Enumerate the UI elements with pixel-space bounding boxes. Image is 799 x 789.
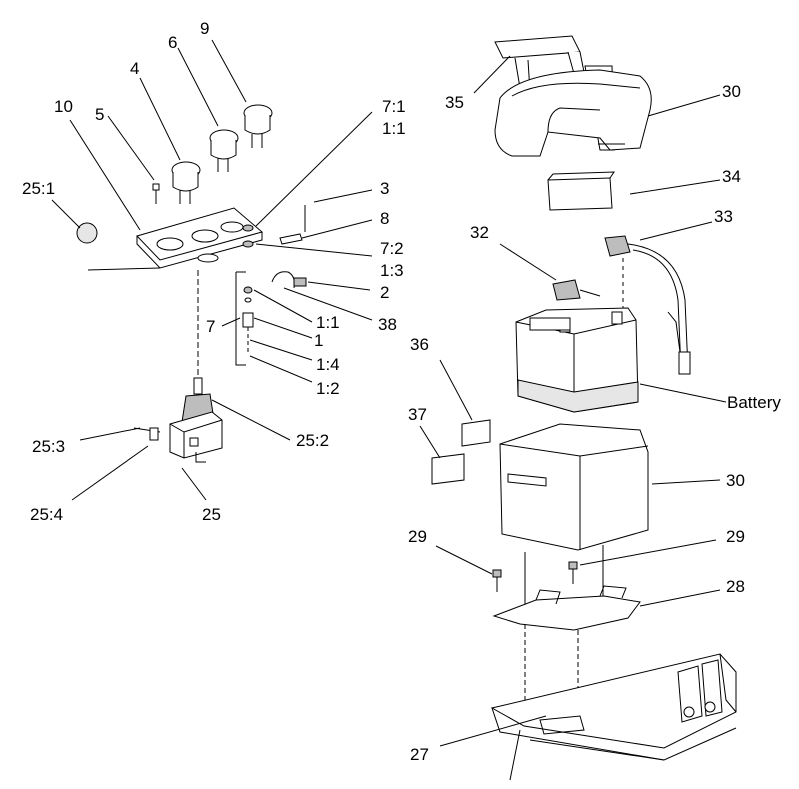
gauge-4 (171, 161, 201, 204)
callout-34: 34 (722, 167, 741, 186)
callout-38: 38 (378, 315, 397, 334)
callout-1: 1 (314, 331, 323, 350)
callouts: 35 30 34 33 32 36 37 Battery 30 29 29 28… (22, 19, 781, 764)
terminal-boot (552, 279, 601, 301)
bolt-left (492, 569, 502, 592)
battery-tray (492, 585, 641, 708)
callout-29-right: 29 (726, 527, 745, 546)
callout-7: 7 (206, 317, 215, 336)
callout-1-2: 1:2 (316, 379, 340, 398)
callout-33: 33 (714, 207, 733, 226)
callout-30-box: 30 (726, 471, 745, 490)
spacer-pad-37 (431, 453, 465, 485)
callout-9: 9 (200, 19, 209, 38)
callout-5: 5 (95, 105, 104, 124)
callout-25-2: 25:2 (296, 431, 329, 450)
gauge-6 (209, 129, 239, 172)
callout-7-1: 7:1 (382, 97, 406, 116)
callout-3: 3 (380, 179, 389, 198)
screw-5 (152, 183, 160, 204)
frame-rail (490, 653, 737, 781)
callout-1-4: 1:4 (316, 355, 340, 374)
callout-37: 37 (408, 405, 427, 424)
callout-1-3: 1:3 (380, 261, 404, 280)
callout-6: 6 (168, 33, 177, 52)
callout-10: 10 (54, 97, 73, 116)
battery-cover (494, 69, 652, 157)
callout-27: 27 (410, 745, 429, 764)
callout-25-4: 25:4 (30, 505, 63, 524)
callout-32: 32 (470, 223, 489, 242)
spacer-pad-36 (461, 419, 491, 447)
callout-4: 4 (130, 59, 139, 78)
callout-25-1: 25:1 (22, 179, 55, 198)
callout-25-3: 25:3 (32, 437, 65, 456)
callout-1-1: 1:1 (316, 313, 340, 332)
callout-36: 36 (410, 335, 429, 354)
callout-35: 35 (445, 93, 464, 112)
joystick-switch (133, 270, 223, 463)
callout-1-1-top: 1:1 (382, 119, 406, 138)
battery (515, 307, 639, 413)
callout-28: 28 (726, 577, 745, 596)
callout-battery: Battery (727, 393, 781, 412)
knob (76, 222, 98, 244)
callout-25: 25 (202, 505, 221, 524)
battery-box (499, 423, 649, 610)
panel-plate (87, 207, 264, 271)
bolt-right (568, 561, 578, 584)
battery-cable (604, 235, 691, 375)
switch-assembly (235, 205, 307, 366)
callout-2: 2 (380, 283, 389, 302)
callout-29-left: 29 (408, 527, 427, 546)
filler-block (547, 171, 615, 211)
leader-lines (51, 39, 727, 747)
callout-30-cover: 30 (722, 82, 741, 101)
gauge-9 (243, 104, 273, 148)
callout-7-2: 7:2 (380, 239, 404, 258)
callout-8: 8 (380, 209, 389, 228)
